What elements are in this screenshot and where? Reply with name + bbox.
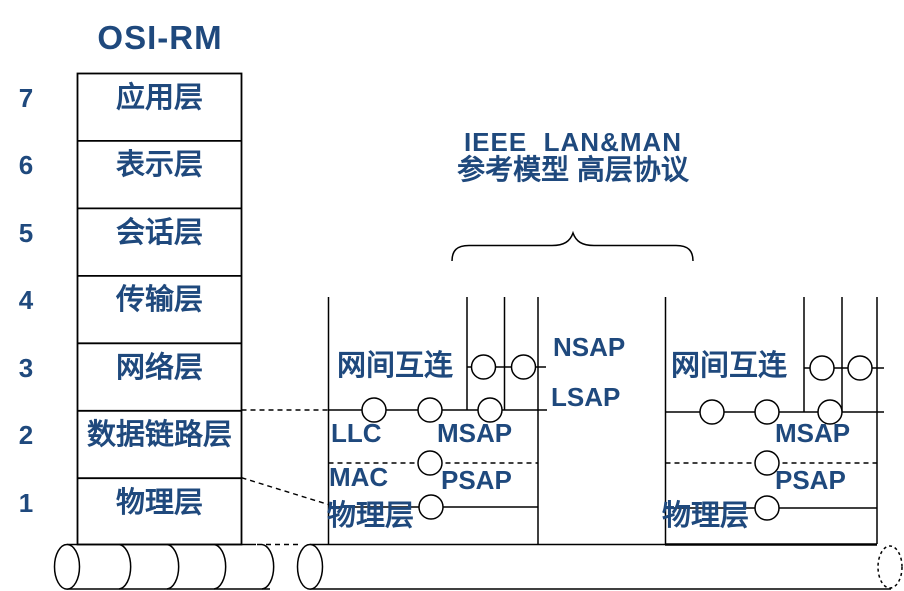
bus-dashed-end-cap — [877, 545, 903, 589]
layer-row: 数据链路层 — [77, 410, 242, 477]
lsap-circle — [477, 397, 503, 423]
lsap-circle — [817, 399, 843, 425]
left-internet-label: 网间互连 — [337, 350, 454, 382]
msap-circle — [754, 450, 780, 476]
layer-label: 表示层 — [115, 149, 203, 182]
lsap-label: LSAP — [551, 382, 621, 412]
nsap-label: NSAP — [553, 332, 626, 362]
ieee-title-line2: 参考模型 高层协议 — [457, 154, 689, 185]
left-llc-label: LLC — [331, 418, 382, 448]
layer-number: 7 — [18, 83, 34, 113]
bus-left-segmented-cylinder — [53, 543, 299, 590]
right-internet-label: 网间互连 — [671, 350, 788, 382]
layer-number: 1 — [18, 487, 34, 518]
layer-label: 传输层 — [115, 284, 203, 317]
right-psap-label: PSAP — [775, 465, 846, 495]
nsap-circle — [847, 355, 873, 381]
layer-number: 2 — [18, 420, 34, 451]
sap-circles-left — [361, 354, 537, 520]
left-mac-label: MAC — [329, 462, 389, 492]
osi-ieee-connectors — [241, 409, 331, 506]
sap-circles-right — [699, 355, 873, 521]
psap-circle — [754, 495, 780, 521]
layer-number: 4 — [18, 285, 34, 316]
layer-row: 会话层 — [77, 208, 242, 275]
left-psap-label: PSAP — [441, 465, 512, 495]
msap-circle — [417, 450, 443, 476]
layer-label: 物理层 — [115, 486, 203, 519]
right-msap-label: MSAP — [775, 418, 851, 448]
layer-label: 会话层 — [115, 216, 203, 249]
layer-label: 应用层 — [115, 82, 203, 114]
bus-main-cylinder — [296, 543, 903, 590]
osi-layer-numbers: 7 6 5 4 3 2 1 — [12, 73, 40, 545]
layer-row: 传输层 — [77, 275, 242, 342]
layer-label: 网络层 — [115, 351, 203, 384]
lsap-circle — [754, 399, 780, 425]
ieee-title-line1: IEEE LAN&MAN — [463, 127, 683, 157]
layer-row: 网络层 — [77, 343, 242, 410]
left-msap-label: MSAP — [437, 418, 513, 448]
layer-number: 5 — [18, 217, 34, 248]
lsap-circle — [417, 397, 443, 423]
layer-label: 数据链路层 — [86, 419, 232, 452]
osi-layer-stack: 应用层 表示层 会话层 传输层 网络层 数据链路层 物理层 — [77, 73, 242, 545]
right-phy-label: 物理层 — [662, 500, 750, 532]
lsap-circle — [699, 399, 725, 425]
psap-circle — [418, 494, 444, 520]
nsap-circle — [470, 354, 497, 380]
brace — [451, 230, 694, 262]
left-phy-label: 物理层 — [327, 500, 415, 532]
layer-row: 物理层 — [77, 478, 242, 545]
lsap-circle — [361, 397, 387, 423]
layer-row: 表示层 — [77, 140, 242, 207]
nsap-circle — [510, 354, 537, 380]
layer-number: 3 — [18, 352, 34, 383]
nsap-circle — [809, 355, 835, 381]
physical-connector-line — [241, 477, 331, 506]
osi-title: OSI-RM — [97, 19, 223, 56]
layer-row: 应用层 — [77, 73, 242, 140]
layer-number: 6 — [18, 150, 34, 181]
